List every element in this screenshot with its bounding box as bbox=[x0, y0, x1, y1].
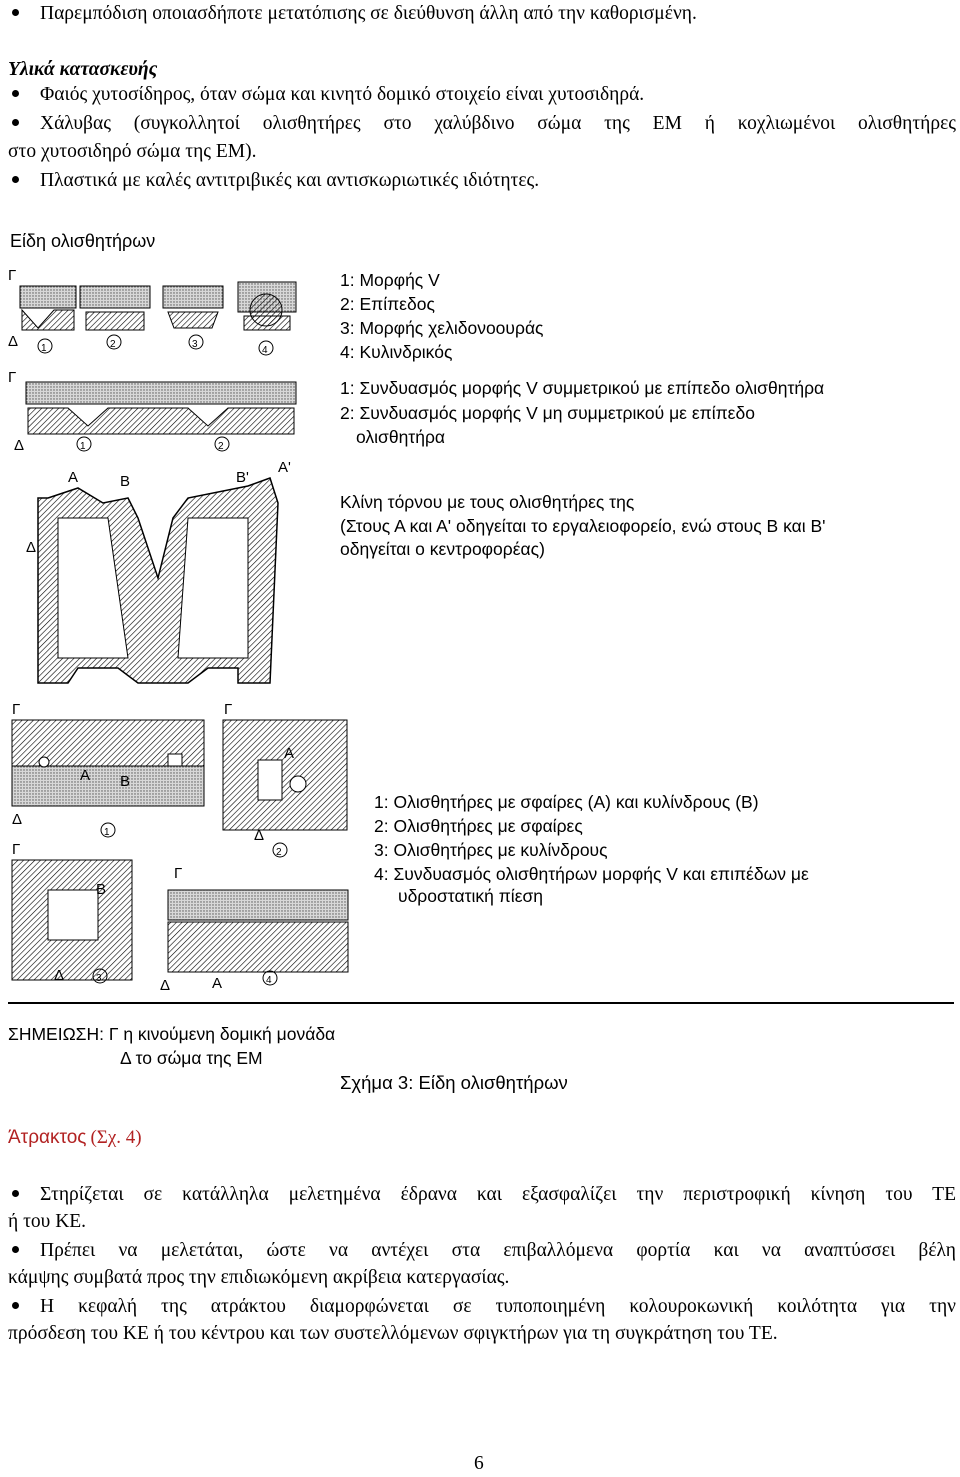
svg-text:Δ: Δ bbox=[54, 967, 64, 984]
combined-slideway-drawing: Γ Δ 1 2 bbox=[8, 369, 297, 454]
svg-text:Γ: Γ bbox=[8, 369, 16, 386]
svg-text:Α: Α bbox=[68, 469, 78, 486]
svg-text:Γ: Γ bbox=[12, 701, 20, 718]
spindle-heading-main: Άτρακτος bbox=[8, 1127, 87, 1148]
bullet-icon bbox=[12, 1302, 19, 1309]
slideway-profiles-drawing: Γ Δ 1 2 3 4 bbox=[8, 268, 297, 356]
svg-text:Α: Α bbox=[80, 767, 90, 784]
svg-text:Α': Α' bbox=[278, 459, 291, 476]
group1-line: 2: Επίπεδος bbox=[340, 294, 435, 314]
svg-text:1: 1 bbox=[104, 827, 110, 838]
group4-line: 3: Ολισθητήρες με κυλίνδρους bbox=[374, 840, 608, 860]
group4-line: 1: Ολισθητήρες με σφαίρες (Α) και κυλίνδ… bbox=[374, 792, 759, 812]
svg-text:4: 4 bbox=[262, 345, 268, 356]
svg-text:Α: Α bbox=[284, 745, 294, 762]
materials-heading: Υλικά κατασκευής bbox=[8, 59, 158, 80]
svg-text:Γ: Γ bbox=[12, 841, 20, 858]
rolling-slideways-drawing: Γ Γ Α Β Α Δ Δ Γ Β Γ Δ Δ Α 1 2 3 4 bbox=[11, 701, 349, 994]
svg-text:Γ: Γ bbox=[224, 701, 232, 718]
bullet-text: Πλαστικά με καλές αντιτριβικές και αντισ… bbox=[40, 170, 540, 191]
svg-text:Β: Β bbox=[120, 473, 130, 490]
bullet-icon bbox=[12, 1246, 19, 1253]
svg-text:Γ: Γ bbox=[174, 865, 182, 882]
gamma-label: Γ bbox=[8, 268, 16, 284]
svg-text:Δ: Δ bbox=[26, 539, 36, 556]
svg-text:Β: Β bbox=[96, 881, 106, 898]
group3-line: (Στους Α και Α' οδηγείται το εργαλειοφορ… bbox=[340, 516, 826, 536]
bullet-text: Η κεφαλή της ατράκτου διαμορφώνεται σε τ… bbox=[40, 1296, 956, 1317]
group1-line: 3: Μορφής χελιδονοουράς bbox=[340, 318, 544, 338]
group4-line: 2: Ολισθητήρες με σφαίρες bbox=[374, 816, 583, 836]
bullet-text: Φαιός χυτοσίδηρος, όταν σώμα και κινητό … bbox=[40, 84, 645, 105]
svg-text:Β: Β bbox=[120, 773, 130, 790]
svg-text:Β': Β' bbox=[236, 469, 249, 486]
group4-line: 4: Συνδυασμός ολισθητήρων μορφής V και ε… bbox=[374, 864, 809, 884]
bullet-text: Χάλυβας (συγκολλητοί ολισθητήρες στο χαλ… bbox=[40, 113, 956, 134]
bullet-text-cont: πρόσδεση του ΚΕ ή του κέντρου και των συ… bbox=[8, 1323, 778, 1344]
figure-note-line1: ΣΗΜΕΙΩΣΗ: Γ η κινούμενη δομική μονάδα bbox=[8, 1024, 336, 1044]
spindle-heading: Άτρακτος (Σχ. 4) bbox=[8, 1124, 142, 1151]
bullet-text-cont: κάμψης συμβατά προς την επιδιωκόμενη ακρ… bbox=[8, 1267, 510, 1288]
group3-line: οδηγείται ο κεντροφορέας) bbox=[340, 539, 545, 559]
svg-text:Α: Α bbox=[212, 975, 222, 992]
group2-line: 2: Συνδυασμός μορφής V μη συμμετρικού με… bbox=[340, 403, 755, 423]
bullet-text: Πρέπει να μελετάται, ώστε να αντέχει στα… bbox=[40, 1240, 956, 1261]
svg-text:2: 2 bbox=[218, 441, 224, 452]
svg-text:4: 4 bbox=[266, 975, 272, 986]
svg-text:Δ: Δ bbox=[160, 977, 170, 994]
svg-text:3: 3 bbox=[192, 339, 198, 350]
group2-line: 1: Συνδυασμός μορφής V συμμετρικού με επ… bbox=[340, 378, 825, 398]
spindle-heading-ref: (Σχ. 4) bbox=[90, 1127, 142, 1148]
svg-text:Δ: Δ bbox=[12, 811, 22, 828]
svg-text:2: 2 bbox=[276, 847, 282, 858]
svg-text:Δ: Δ bbox=[254, 827, 264, 844]
svg-text:3: 3 bbox=[96, 973, 102, 984]
group1-line: 1: Μορφής V bbox=[340, 270, 440, 290]
figure-note-line2: Δ το σώμα της ΕΜ bbox=[120, 1048, 263, 1068]
figure-title: Είδη ολισθητήρων bbox=[10, 231, 156, 251]
group4-line: υδροστατική πίεση bbox=[398, 886, 544, 906]
bullet-icon bbox=[12, 1190, 19, 1197]
page-number: 6 bbox=[474, 1453, 484, 1474]
figure-divider bbox=[8, 1002, 954, 1004]
figure-caption: Σχήμα 3: Είδη ολισθητήρων bbox=[340, 1072, 568, 1093]
svg-text:Δ: Δ bbox=[14, 437, 24, 454]
bullet-icon bbox=[12, 9, 19, 16]
group2-line: ολισθητήρα bbox=[356, 427, 446, 447]
bullet-text-cont: ή του ΚΕ. bbox=[8, 1211, 87, 1232]
bullet-icon bbox=[12, 119, 19, 126]
svg-text:1: 1 bbox=[41, 343, 47, 354]
bullet-text-cont: στο χυτοσιδηρό σώμα της ΕΜ). bbox=[8, 141, 257, 162]
lathe-bed-drawing: Α Β Β' Α' Δ bbox=[26, 459, 291, 684]
bullet-icon bbox=[12, 176, 19, 183]
svg-text:1: 1 bbox=[80, 441, 86, 452]
bullet-text: Παρεμπόδιση οποιασδήποτε μετατόπισης σε … bbox=[40, 3, 697, 24]
group1-line: 4: Κυλινδρικός bbox=[340, 342, 453, 362]
bullet-icon bbox=[12, 90, 19, 97]
svg-text:2: 2 bbox=[110, 339, 116, 350]
group3-line: Κλίνη τόρνου με τους ολισθητήρες της bbox=[340, 492, 635, 512]
delta-label: Δ bbox=[8, 333, 18, 350]
bullet-text: Στηρίζεται σε κατάλληλα μελετημένα έδραν… bbox=[40, 1184, 956, 1205]
